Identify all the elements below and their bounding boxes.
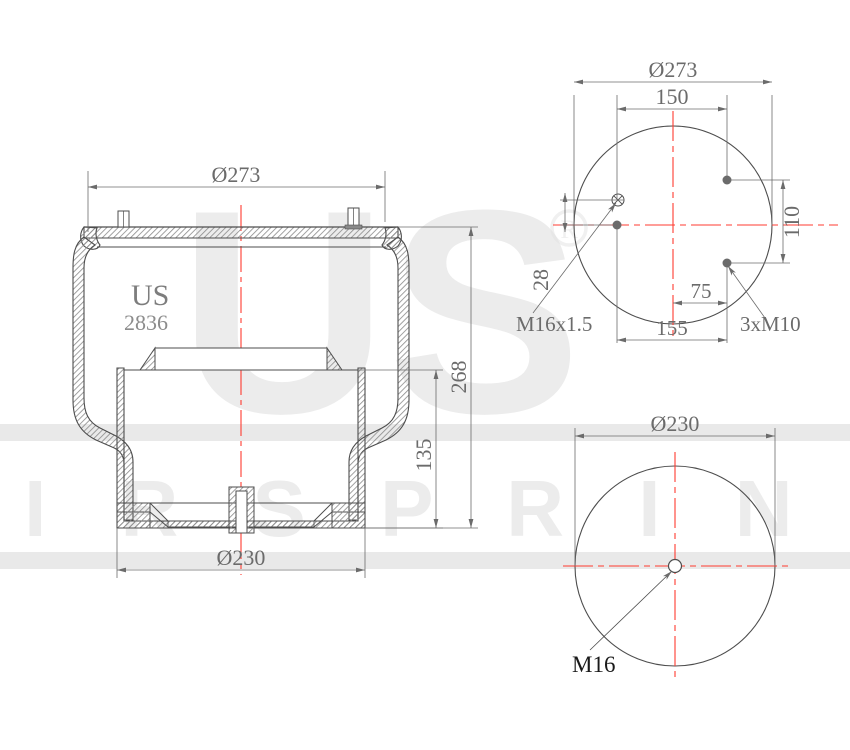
- dim-od-top: Ø273: [87, 162, 386, 232]
- bottom-piston-view: Ø230 M16: [563, 411, 790, 678]
- top-plate-assembly: [83, 207, 399, 248]
- dim-plate-od: Ø273: [574, 57, 772, 85]
- dim-piston-od-label: Ø230: [651, 411, 700, 436]
- product-brand-label: US: [131, 279, 169, 312]
- dim-offset-28-label: 28: [528, 269, 553, 291]
- callout-piston-thread: M16: [572, 570, 673, 677]
- dim-bolt-span-label: 150: [656, 84, 689, 109]
- dim-offset-155: 155: [617, 316, 727, 343]
- dim-bolt-v: 110: [779, 180, 804, 263]
- piston-stud-m16: [228, 486, 255, 534]
- dim-height-piston: 135: [358, 369, 443, 529]
- dim-offset-75: 75: [673, 279, 727, 306]
- piston-collar: [124, 346, 358, 371]
- dim-height-total-label: 268: [446, 361, 471, 394]
- callout-studs: 3xM10: [727, 265, 801, 336]
- callout-air-port-label: M16x1.5: [516, 312, 592, 336]
- product-model-label: 2836: [124, 310, 168, 335]
- callout-air-port: M16x1.5: [516, 202, 617, 336]
- dim-height-piston-label: 135: [411, 439, 436, 472]
- piston-thread-hole: [667, 558, 683, 574]
- section-view: US 2836 Ø273 Ø230 268 135: [72, 162, 478, 578]
- watermark-us-text: US: [179, 150, 582, 474]
- dim-offset-28: 28: [528, 193, 568, 291]
- top-plate-view: Ø273 150 110 28 75 155 M16: [516, 57, 838, 343]
- dim-od-top-label: Ø273: [212, 162, 261, 187]
- dim-bolt-span: 150: [617, 84, 727, 112]
- dim-od-bottom: Ø230: [116, 528, 366, 578]
- dim-plate-od-label: Ø273: [649, 57, 698, 82]
- callout-studs-label: 3xM10: [740, 312, 801, 336]
- callout-piston-thread-label: M16: [572, 652, 615, 677]
- watermark-band-bottom: [0, 552, 850, 569]
- dim-od-bottom-label: Ø230: [217, 545, 266, 570]
- dim-offset-75-label: 75: [691, 279, 712, 303]
- dim-piston-od: Ø230: [575, 411, 775, 439]
- dim-offset-155-label: 155: [656, 316, 688, 340]
- dim-bolt-v-label: 110: [779, 206, 804, 238]
- watermark-band-top: [0, 424, 850, 441]
